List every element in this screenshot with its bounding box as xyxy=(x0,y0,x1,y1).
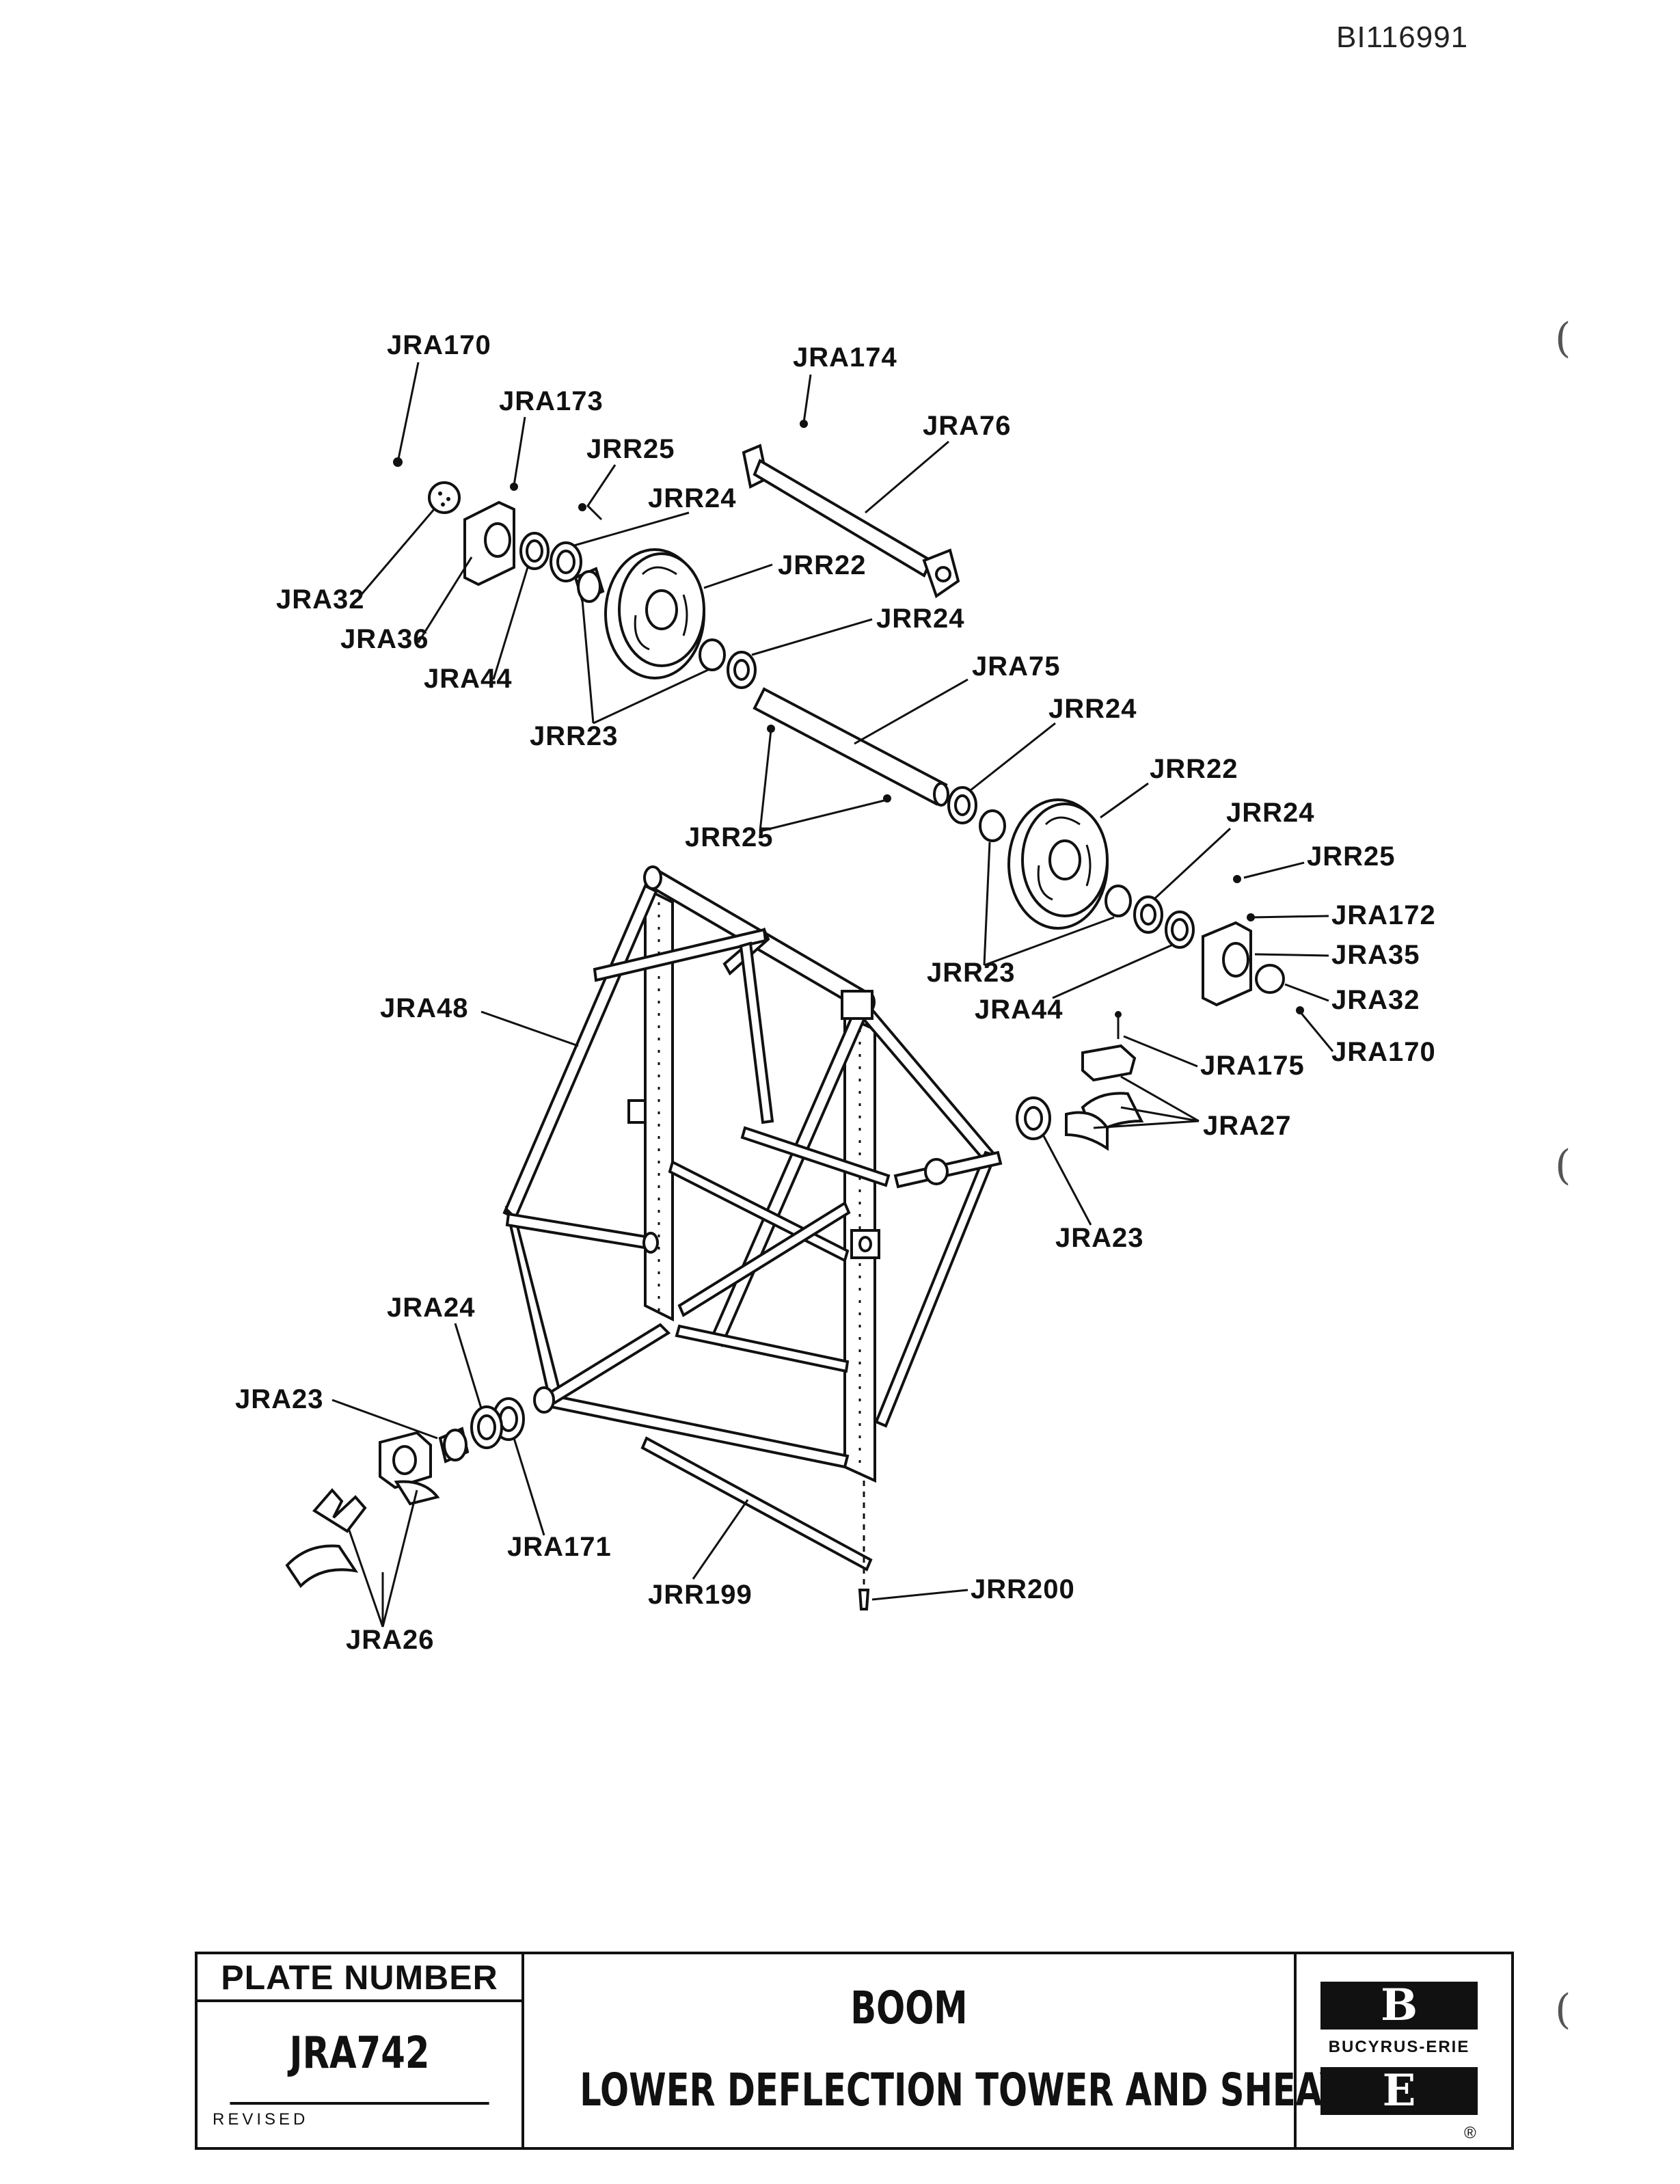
label-jrr23-b: JRR23 xyxy=(927,958,1016,988)
exploded-parts-diagram: JRA170 JRA173 JRA174 JRR25 JRA76 JRR24 J… xyxy=(235,330,1436,1655)
cover-plate-left xyxy=(428,481,461,514)
revised-label: REVISED xyxy=(213,2110,309,2129)
title-block: PLATE NUMBER JRA742 REVISED BOOM LOWER D… xyxy=(195,1952,1514,2150)
bushing-b xyxy=(699,638,726,671)
drawing-subtitle: LOWER DEFLECTION TOWER AND SHEAVES xyxy=(580,2064,1394,2116)
logo-company-name: BUCYRUS-ERIE xyxy=(1328,2038,1470,2056)
pillow-block-cap xyxy=(1081,1044,1137,1082)
bolt-jrr200 xyxy=(858,1589,870,1610)
manufacturer-logo: B BUCYRUS-ERIE E ® xyxy=(1297,1954,1511,2147)
shell-left xyxy=(285,1544,359,1589)
label-jra175: JRA175 xyxy=(1200,1051,1305,1081)
label-jra32-right: JRA32 xyxy=(1331,985,1420,1015)
label-jra23-right: JRA23 xyxy=(1055,1223,1144,1253)
label-jra48: JRA48 xyxy=(380,993,469,1023)
bushing-d xyxy=(1105,885,1132,917)
margin-mark: ( xyxy=(1555,1142,1571,1189)
label-jrr24-b: JRR24 xyxy=(876,604,965,634)
label-jrr24-c: JRR24 xyxy=(1048,694,1137,724)
logo-b-block: B xyxy=(1320,1982,1478,2030)
registered-mark: ® xyxy=(1464,2124,1476,2142)
title-box: BOOM LOWER DEFLECTION TOWER AND SHEAVES xyxy=(524,1954,1394,2147)
margin-mark: ( xyxy=(1555,314,1571,362)
plate-number: JRA742 xyxy=(230,2002,489,2105)
label-jra170-right: JRA170 xyxy=(1331,1037,1436,1067)
label-jrr22-a: JRR22 xyxy=(778,550,867,580)
label-jra36: JRA36 xyxy=(340,624,429,654)
label-jrr24-d: JRR24 xyxy=(1226,798,1315,828)
label-jra26: JRA26 xyxy=(346,1625,435,1655)
label-jra23-left: JRA23 xyxy=(235,1384,324,1414)
label-jrr25-c: JRR25 xyxy=(1307,841,1396,872)
logo-e-block: E xyxy=(1320,2067,1478,2115)
tie-bar-jrr199 xyxy=(640,1436,873,1572)
label-jra173: JRA173 xyxy=(499,386,604,416)
label-jrr200: JRR200 xyxy=(971,1574,1075,1604)
label-jrr23-a: JRR23 xyxy=(530,721,619,751)
wedge-left xyxy=(312,1487,367,1533)
label-jrr199: JRR199 xyxy=(648,1580,753,1610)
label-jra172: JRA172 xyxy=(1331,900,1436,930)
document-id: BI116991 xyxy=(1336,21,1469,54)
label-jra44-left: JRA44 xyxy=(424,664,513,694)
drawing-title: BOOM xyxy=(850,1982,968,2034)
label-jrr25-a: JRR25 xyxy=(586,434,675,464)
label-jrr24-a: JRR24 xyxy=(648,483,737,513)
axle-jra76 xyxy=(753,459,933,578)
label-jra32-left: JRA32 xyxy=(276,584,365,615)
bushing-c xyxy=(979,809,1006,842)
label-jra174: JRA174 xyxy=(793,342,897,373)
label-jrr22-b: JRR22 xyxy=(1150,754,1238,784)
plate-number-box: PLATE NUMBER JRA742 REVISED xyxy=(198,1954,524,2147)
label-jra76: JRA76 xyxy=(923,411,1012,441)
label-jra170-top: JRA170 xyxy=(387,330,491,360)
label-jra44-right: JRA44 xyxy=(975,995,1063,1025)
shaft-jra75 xyxy=(753,687,948,806)
deflection-tower-frame xyxy=(502,865,1003,1483)
cover-plate-right xyxy=(1255,964,1285,994)
label-jrr25-b: JRR25 xyxy=(685,822,774,852)
plate-number-label: PLATE NUMBER xyxy=(198,1954,521,2002)
label-jra75: JRA75 xyxy=(972,651,1061,682)
label-jra24: JRA24 xyxy=(387,1293,476,1323)
label-jra27: JRA27 xyxy=(1203,1111,1292,1141)
label-jra171: JRA171 xyxy=(507,1532,612,1562)
label-jra35: JRA35 xyxy=(1331,940,1420,970)
margin-mark: ( xyxy=(1555,1986,1571,2034)
